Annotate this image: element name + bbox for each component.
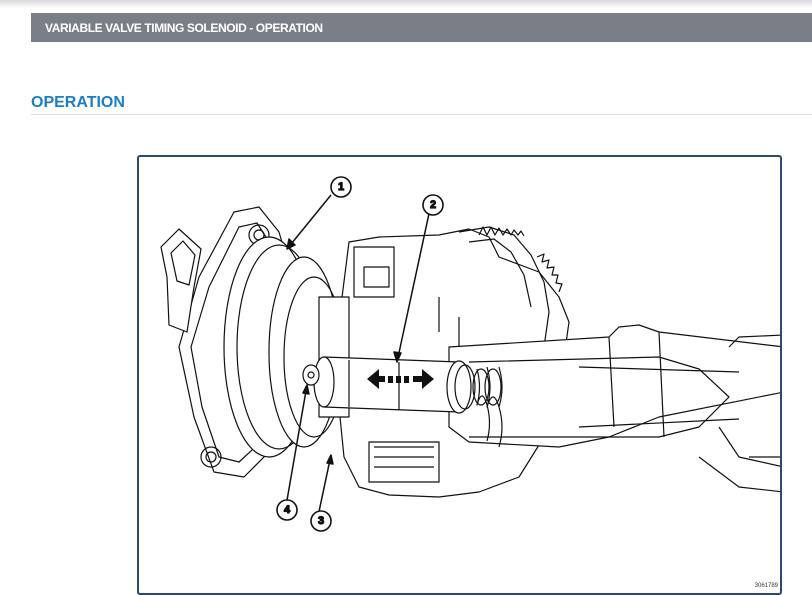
section-divider: [31, 114, 812, 115]
page-header: VARIABLE VALVE TIMING SOLENOID - OPERATI…: [31, 13, 812, 42]
callout-4: 4: [276, 499, 298, 521]
svg-text:2: 2: [430, 199, 436, 211]
section-title: OPERATION: [31, 94, 125, 111]
top-shadow: [0, 0, 812, 8]
figure-id-label: 3061789: [754, 583, 778, 589]
svg-text:1: 1: [338, 181, 344, 193]
spool-movement-arrow: [367, 369, 434, 389]
callout-leaders: [285, 194, 431, 522]
callout-1: 1: [330, 176, 352, 198]
camshaft-drawing: [448, 324, 780, 493]
callout-3: 3: [310, 510, 332, 532]
solenoid-flange-drawing: [160, 206, 345, 478]
callout-2: 2: [422, 194, 444, 216]
figure-illustration[interactable]: 1 2 3 4 3061789: [137, 155, 782, 595]
spool-valve-drawing: [302, 356, 503, 448]
page-header-title: VARIABLE VALVE TIMING SOLENOID - OPERATI…: [45, 20, 323, 35]
svg-text:4: 4: [284, 504, 291, 516]
svg-text:3: 3: [318, 515, 324, 527]
